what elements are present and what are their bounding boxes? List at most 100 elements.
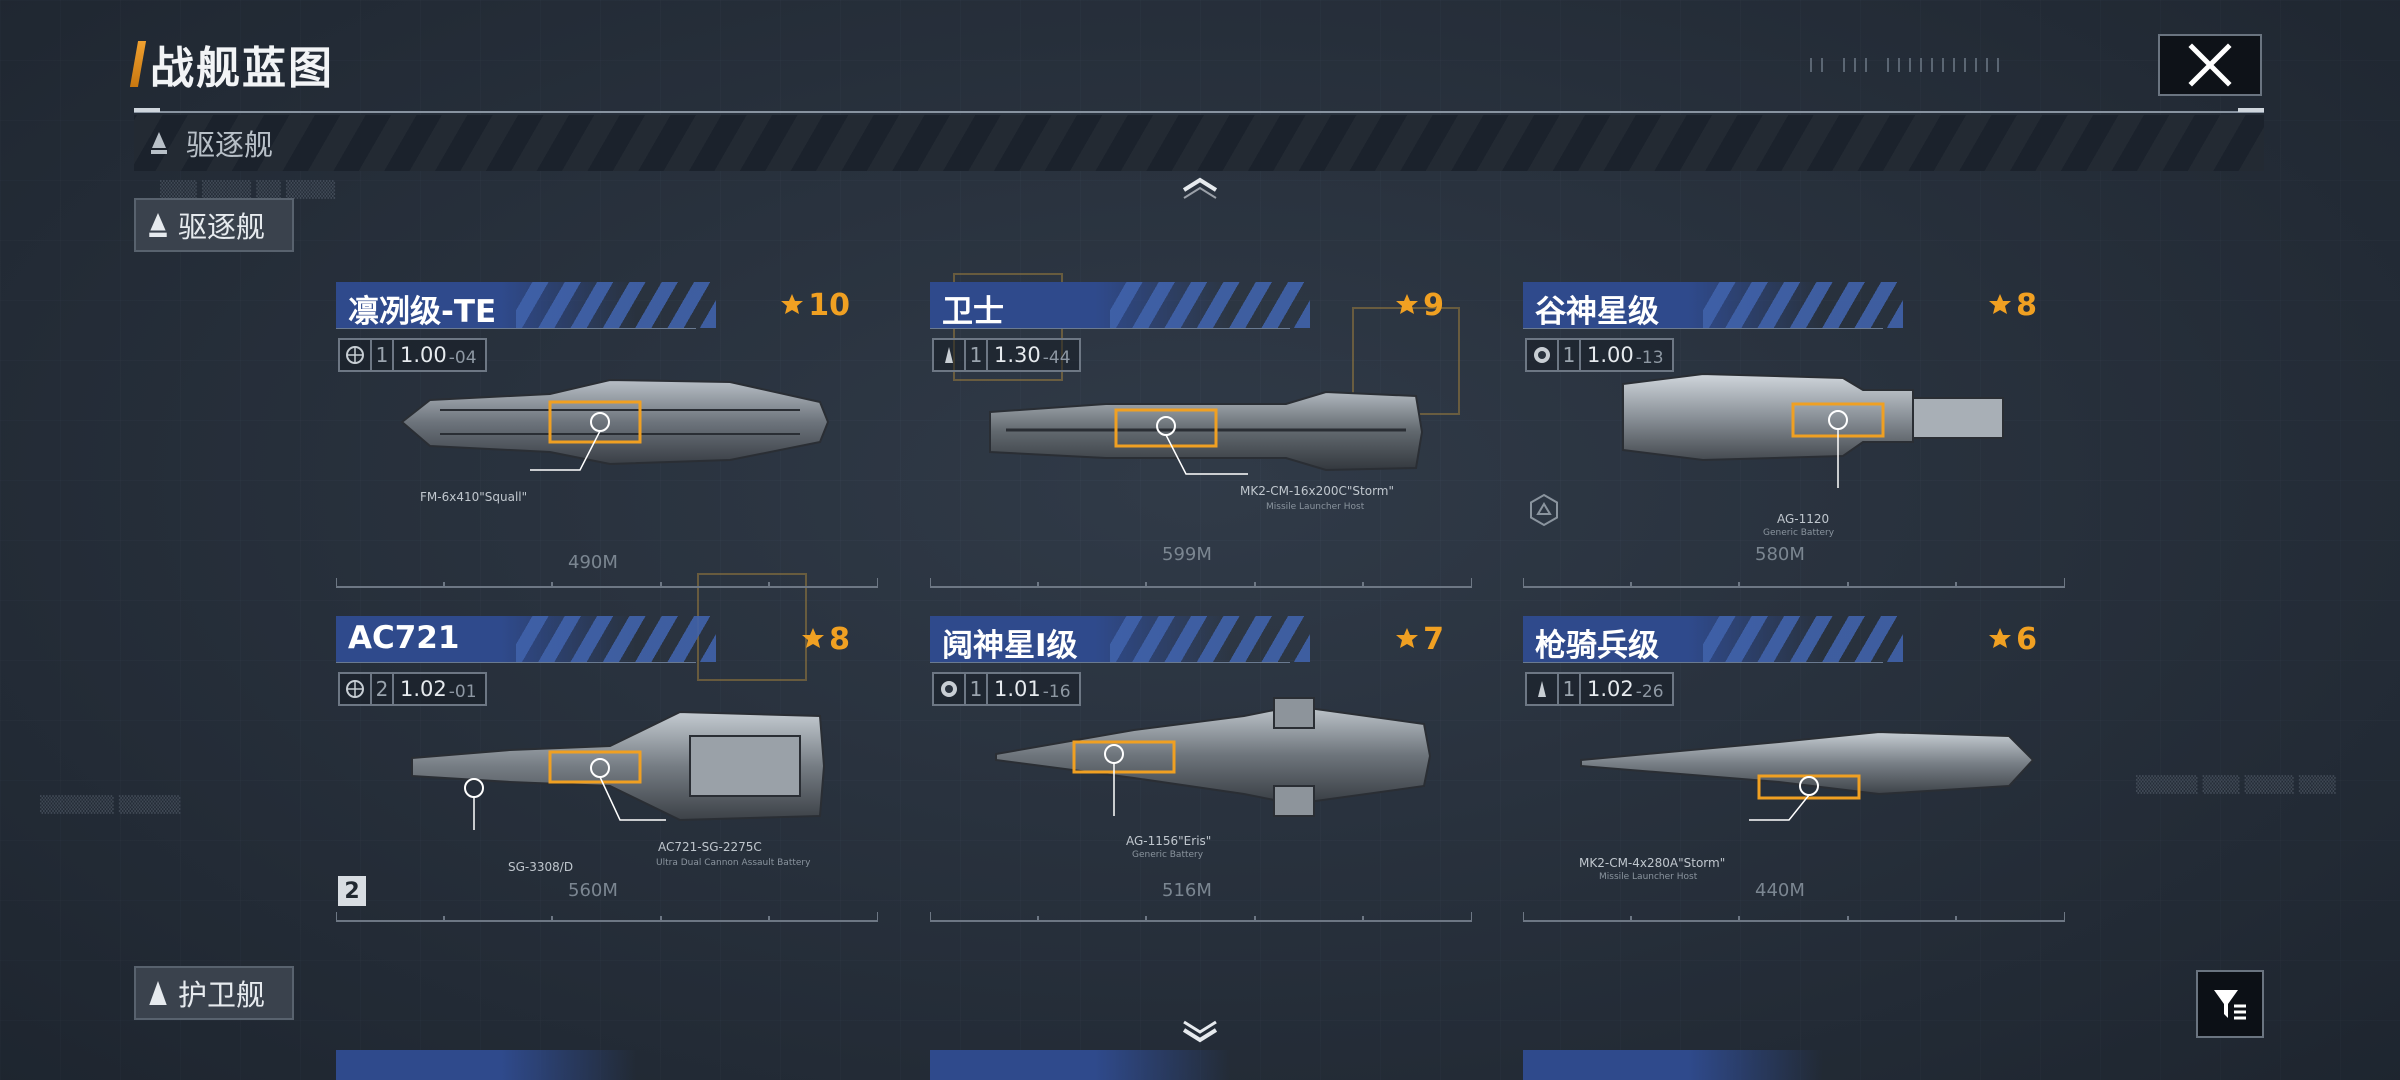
ship-blueprint xyxy=(1580,730,2035,821)
rank-emblem-icon xyxy=(1989,627,2012,648)
card-stripes xyxy=(516,616,716,662)
ship-name: 谷神星级 xyxy=(1535,294,1659,330)
ship-blueprint xyxy=(400,378,830,471)
rank-emblem-icon xyxy=(1989,293,2012,314)
card-leader-line xyxy=(930,328,1290,329)
stat-value: 1.00-04 xyxy=(400,343,477,368)
rank-emblem-icon xyxy=(802,627,825,648)
rank-emblem-icon xyxy=(781,293,804,314)
scroll-up-icon[interactable] xyxy=(1180,176,1220,202)
divider-cap xyxy=(134,108,160,112)
ship-card[interactable]: 枪骑兵级 6 1 1.02-26 MK2-CM-4x280A"Storm" Mi… xyxy=(1523,616,2065,922)
ship-icon xyxy=(1527,674,1559,704)
rank-emblem-icon xyxy=(1396,627,1419,648)
ship-name: 阋神星I级 xyxy=(942,628,1078,664)
card-header-partial xyxy=(1523,1050,1823,1080)
tab-frigate[interactable]: 护卫舰 xyxy=(134,966,294,1020)
length-ruler xyxy=(336,578,878,588)
ship-blueprint xyxy=(411,710,826,830)
count-badge: 2 xyxy=(338,876,366,906)
ship-blueprint xyxy=(995,697,1432,817)
stat-value: 1.00-13 xyxy=(1587,343,1664,368)
card-stripes xyxy=(1703,282,1903,328)
ship-name: AC721 xyxy=(348,620,460,656)
ship-length: 560M xyxy=(568,880,618,901)
ship-card[interactable]: 凛冽级-TE 10 1 1.00-04 FM-6x410"Squall" 490… xyxy=(336,282,878,588)
stat-value: 1.30-44 xyxy=(994,343,1071,368)
stat-value: 1.02-26 xyxy=(1587,677,1664,702)
ghost-text: ▒▒▒▒▒▒ ▒▒▒▒▒ xyxy=(40,795,181,814)
globe-icon xyxy=(340,674,372,704)
ship-rank: 10 xyxy=(778,288,850,323)
stat-tier: 1 xyxy=(372,340,394,370)
rank-value: 7 xyxy=(1423,622,1444,657)
card-stripes xyxy=(1703,616,1903,662)
length-ruler xyxy=(336,912,878,922)
ship-length: 490M xyxy=(568,552,618,573)
stat-tier: 1 xyxy=(966,674,988,704)
weapon-sublabel: Ultra Dual Cannon Assault Battery xyxy=(656,858,811,868)
weapon-sublabel: Missile Launcher Host xyxy=(1599,872,1698,882)
header: 战舰蓝图 xyxy=(129,38,334,94)
close-icon xyxy=(2188,43,2232,87)
weapon-sublabel: Generic Battery xyxy=(1763,528,1835,538)
filter-button[interactable] xyxy=(2196,970,2264,1038)
ship-blueprint xyxy=(1622,372,2004,488)
rank-value: 8 xyxy=(2016,288,2037,323)
ship-stat: 2 1.02-01 xyxy=(338,672,487,706)
ship-card[interactable]: 卫士 9 1 1.30-44 MK2-CM-16x200C"Storm" Mis… xyxy=(930,282,1472,588)
stat-tier: 1 xyxy=(1559,340,1581,370)
ship-card[interactable]: 谷神星级 8 1 1.00-13 AG-1120 Generic Battery… xyxy=(1523,282,2065,588)
length-ruler xyxy=(1523,578,2065,588)
filter-icon xyxy=(2214,990,2246,1020)
card-leader-line xyxy=(336,328,696,329)
destroyer-class-icon xyxy=(149,213,167,237)
ship-rank: 8 xyxy=(1986,288,2037,323)
stat-tier: 1 xyxy=(1559,674,1581,704)
category-bar[interactable]: 驱逐舰 xyxy=(134,115,2264,171)
ship-name: 卫士 xyxy=(942,294,1004,330)
ghost-text: ▒▒▒▒▒ ▒▒▒ ▒▒▒▒ ▒▒▒ xyxy=(2136,775,2336,794)
stat-value: 1.01-16 xyxy=(994,677,1071,702)
tab-label: 驱逐舰 xyxy=(178,210,266,244)
category-bar-label: 驱逐舰 xyxy=(186,128,274,162)
weapon-label: AC721-SG-2275C xyxy=(658,840,762,854)
length-ruler xyxy=(1523,912,2065,922)
ship-rank: 9 xyxy=(1393,288,1444,323)
scroll-down-icon[interactable] xyxy=(1180,1016,1220,1046)
ship-length: 440M xyxy=(1755,880,1805,901)
ship-card[interactable]: AC721 8 2 1.02-01 AC721-SG-2275C Ultra D… xyxy=(336,616,878,922)
tab-label: 护卫舰 xyxy=(178,978,266,1012)
ship-rank: 8 xyxy=(799,622,850,657)
weapon-label: AG-1120 xyxy=(1777,512,1830,526)
weapon-label: FM-6x410"Squall" xyxy=(420,490,528,504)
rank-value: 6 xyxy=(2016,622,2037,657)
tab-destroyer[interactable]: 驱逐舰 xyxy=(134,198,294,252)
ship-name: 凛冽级-TE xyxy=(348,294,497,330)
rank-value: 8 xyxy=(829,622,850,657)
rank-value: 9 xyxy=(1423,288,1444,323)
rank-emblem-icon xyxy=(1396,293,1419,314)
card-header-partial xyxy=(336,1050,636,1080)
ship-length: 516M xyxy=(1162,880,1212,901)
length-ruler xyxy=(930,578,1472,588)
stat-tier: 2 xyxy=(372,674,394,704)
page-title: 战舰蓝图 xyxy=(150,43,334,94)
frigate-class-icon xyxy=(149,981,167,1005)
close-button[interactable] xyxy=(2158,34,2262,96)
card-stripes xyxy=(1110,282,1310,328)
stat-tier: 1 xyxy=(966,340,988,370)
faction-icon xyxy=(1527,340,1559,370)
ship-card[interactable]: 阋神星I级 7 1 1.01-16 AG-1156"Eris" Generic … xyxy=(930,616,1472,922)
stat-value: 1.02-01 xyxy=(400,677,477,702)
card-stripes xyxy=(516,282,716,328)
ghost-text: ▒▒▒ ▒▒▒▒ ▒▒ ▒▒▒▒ xyxy=(160,180,336,199)
weapon-label: AG-1156"Eris" xyxy=(1126,834,1212,848)
ship-length: 580M xyxy=(1755,544,1805,565)
weapon-label: MK2-CM-4x280A"Storm" xyxy=(1579,856,1726,870)
header-divider xyxy=(134,111,2264,113)
ship-blueprint xyxy=(989,390,1424,475)
divider-cap xyxy=(2238,108,2264,112)
card-leader-line xyxy=(336,662,696,663)
ship-icon xyxy=(934,340,966,370)
